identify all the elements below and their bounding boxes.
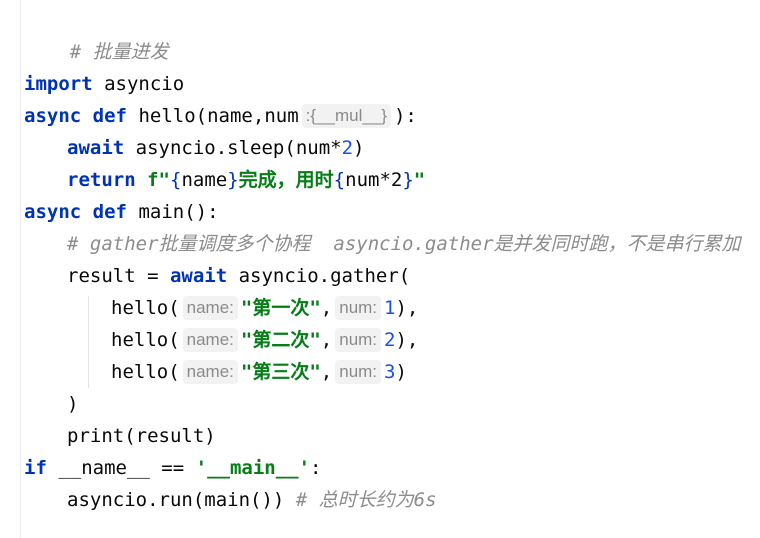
code-line-15[interactable]: if __name__ == '__main__': xyxy=(24,452,760,484)
code-line-13[interactable]: ) xyxy=(24,388,760,420)
code-line-12[interactable]: hello(name:"第三次",num:3) xyxy=(24,356,760,388)
print-call: print(result) xyxy=(67,425,216,447)
keyword-def: def xyxy=(92,105,127,127)
code-line-4[interactable]: async def hello(name,num:{__mul__}): xyxy=(24,100,760,132)
param-hint: num: xyxy=(335,328,382,352)
paren-close: ) xyxy=(353,137,365,159)
number: 2 xyxy=(384,329,396,351)
paren-close: ): xyxy=(393,105,417,127)
fstring-brace: } xyxy=(402,169,414,191)
indent-guide xyxy=(88,296,89,388)
comma: , xyxy=(252,105,265,127)
comma: , xyxy=(320,329,333,351)
number: 1 xyxy=(384,297,396,319)
dunder-name: __name__ == xyxy=(58,457,196,479)
keyword-await: await xyxy=(67,137,125,159)
run-call: asyncio.run(main()) xyxy=(67,489,285,511)
string-literal: "第三次" xyxy=(240,361,321,383)
comma: , xyxy=(320,361,333,383)
param-hint: num: xyxy=(335,296,382,320)
fstring: f"{name}完成，用时{num*2}" xyxy=(147,169,425,191)
call-tail: ), xyxy=(395,297,419,319)
param-hint: name: xyxy=(182,296,238,320)
code-line-1[interactable]: # 批量进发 xyxy=(24,4,760,63)
gather-call: asyncio.gather( xyxy=(238,265,411,287)
fstring-prefix: f" xyxy=(147,169,170,191)
function-name: main xyxy=(138,201,185,223)
hello-call: hello( xyxy=(111,329,180,351)
fstring-brace: { xyxy=(333,169,346,191)
number: 3 xyxy=(384,361,396,383)
keyword-async: async xyxy=(24,105,82,127)
comma: , xyxy=(320,297,333,319)
code-line-11[interactable]: hello(name:"第二次",num:2), xyxy=(24,324,760,356)
string-literal: "第一次" xyxy=(240,297,321,319)
hello-call: hello( xyxy=(111,361,180,383)
comment: # 总时长约为6s xyxy=(295,489,437,511)
string-literal: "第二次" xyxy=(240,329,321,351)
param-hint: name: xyxy=(182,360,238,384)
param-hint: name: xyxy=(182,328,238,352)
fstring-brace: { xyxy=(169,169,182,191)
string-literal: '__main__' xyxy=(195,457,311,479)
code-line-5[interactable]: await asyncio.sleep(num*2) xyxy=(24,132,760,164)
call-tail: ) xyxy=(395,361,407,383)
fstring-brace: } xyxy=(227,169,239,191)
comment: # gather批量调度多个协程 asyncio.gather是并发同时跑，不是… xyxy=(67,233,741,255)
keyword-def: def xyxy=(92,201,127,223)
code-line-8[interactable]: # gather批量调度多个协程 asyncio.gather是并发同时跑，不是… xyxy=(24,228,760,260)
param-name: name xyxy=(207,105,253,127)
fstring-text: 完成，用时 xyxy=(238,169,334,191)
code-line-16[interactable]: asyncio.run(main()) # 总时长约为6s xyxy=(24,484,760,516)
param-num: num xyxy=(264,105,299,127)
editor-gutter-border xyxy=(20,0,21,538)
sleep-arg: num* xyxy=(295,137,342,159)
paren-close: ) xyxy=(67,393,79,415)
code-line-3[interactable]: import asyncio xyxy=(24,68,760,100)
fstring-end: " xyxy=(413,169,426,191)
comment: # 批量进发 xyxy=(69,41,169,63)
code-line-9[interactable]: result = await asyncio.gather( xyxy=(24,260,760,292)
type-hint: :{__mul__} xyxy=(301,104,391,128)
keyword-await: await xyxy=(169,265,228,287)
sleep-call: asyncio.sleep( xyxy=(135,137,296,159)
paren: ( xyxy=(195,105,208,127)
code-line-6[interactable]: return f"{name}完成，用时{num*2}" xyxy=(24,164,760,196)
code-line-10[interactable]: hello(name:"第一次",num:1), xyxy=(24,292,760,324)
result-assign: result = xyxy=(67,265,170,287)
module-name: asyncio xyxy=(104,73,185,95)
colon: : xyxy=(310,457,322,479)
code-editor[interactable]: # 批量进发 import asyncio async def hello(na… xyxy=(24,4,760,516)
keyword-return: return xyxy=(67,169,136,191)
function-name: hello xyxy=(138,105,196,127)
number: 2 xyxy=(341,137,354,159)
fstring-expr: num*2 xyxy=(345,169,403,191)
keyword-import: import xyxy=(24,73,93,95)
param-hint: num: xyxy=(335,360,382,384)
fstring-expr: name xyxy=(181,169,228,191)
keyword-async: async xyxy=(24,201,82,223)
code-line-7[interactable]: async def main(): xyxy=(24,196,760,228)
parens: (): xyxy=(184,201,219,223)
call-tail: ), xyxy=(395,329,419,351)
code-line-14[interactable]: print(result) xyxy=(24,420,760,452)
hello-call: hello( xyxy=(111,297,180,319)
keyword-if: if xyxy=(24,457,47,479)
